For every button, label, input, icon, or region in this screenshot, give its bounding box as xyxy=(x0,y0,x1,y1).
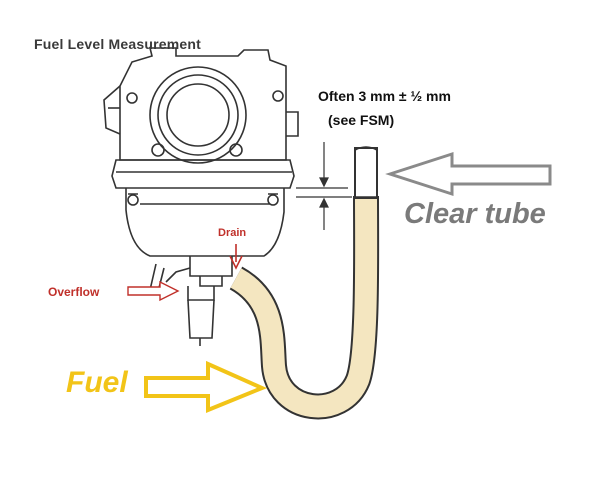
measurement-value: Often 3 mm ± ½ mm xyxy=(318,88,451,104)
carburetor-body xyxy=(103,47,299,346)
diagram-title: Fuel Level Measurement xyxy=(34,36,202,52)
clear-tube xyxy=(354,146,378,199)
fuel-arrow xyxy=(144,360,268,413)
level-dimension xyxy=(296,142,352,230)
measurement-note: (see FSM) xyxy=(328,112,395,128)
fuel-label: Fuel xyxy=(66,366,128,399)
overflow-arrow xyxy=(127,280,180,302)
drain-arrow xyxy=(229,244,243,270)
overflow-label: Overflow xyxy=(48,285,100,299)
clear-tube-arrow xyxy=(385,151,552,197)
clear-tube-label: Clear tube xyxy=(404,198,546,230)
fuel-column xyxy=(230,195,378,418)
drain-label: Drain xyxy=(218,227,247,239)
